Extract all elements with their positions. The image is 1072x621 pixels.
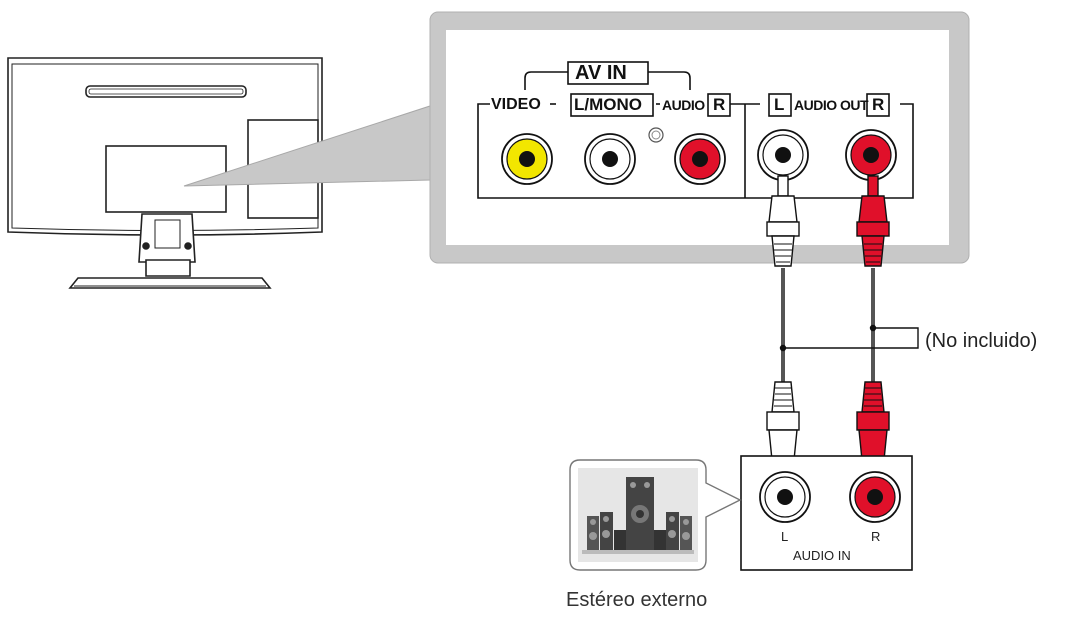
cable-note-leader xyxy=(779,324,919,352)
audio-out-l-label: L xyxy=(774,95,785,114)
audio-out-r-label: R xyxy=(872,95,885,114)
cable-not-included-note: (No incluido) xyxy=(925,330,1038,352)
receiver-audio-in-r-jack xyxy=(849,471,901,523)
audio-r-in-jack xyxy=(674,133,726,185)
l-mono-label: L/MONO xyxy=(574,95,642,114)
jack-panel-outline xyxy=(477,71,914,199)
receiver-audio-in-label: AUDIO IN xyxy=(793,548,851,563)
external-stereo-caption: Estéreo externo xyxy=(566,589,708,611)
receiver-r-label: R xyxy=(871,529,881,544)
audio-l-mono-in-jack xyxy=(584,133,636,185)
audio-out-l-jack xyxy=(757,129,809,181)
cable-wires xyxy=(781,268,875,384)
video-label: VIDEO xyxy=(491,96,541,113)
speaker-system-icon xyxy=(569,459,742,571)
audio-out-label: AUDIO OUT xyxy=(794,97,869,113)
audio-out-r-jack xyxy=(845,129,897,181)
receiver-l-label: L xyxy=(781,529,789,544)
white-rca-plug-top xyxy=(766,175,800,267)
av-in-label: AV IN xyxy=(575,62,627,84)
receiver-audio-in-l-jack xyxy=(759,471,811,523)
tv-rear-view xyxy=(7,57,323,289)
video-in-jack xyxy=(501,133,553,185)
audio-in-r-label: R xyxy=(713,95,726,114)
red-rca-plug-top xyxy=(856,175,890,267)
mode-led xyxy=(648,127,664,143)
audio-label: AUDIO xyxy=(662,97,705,113)
